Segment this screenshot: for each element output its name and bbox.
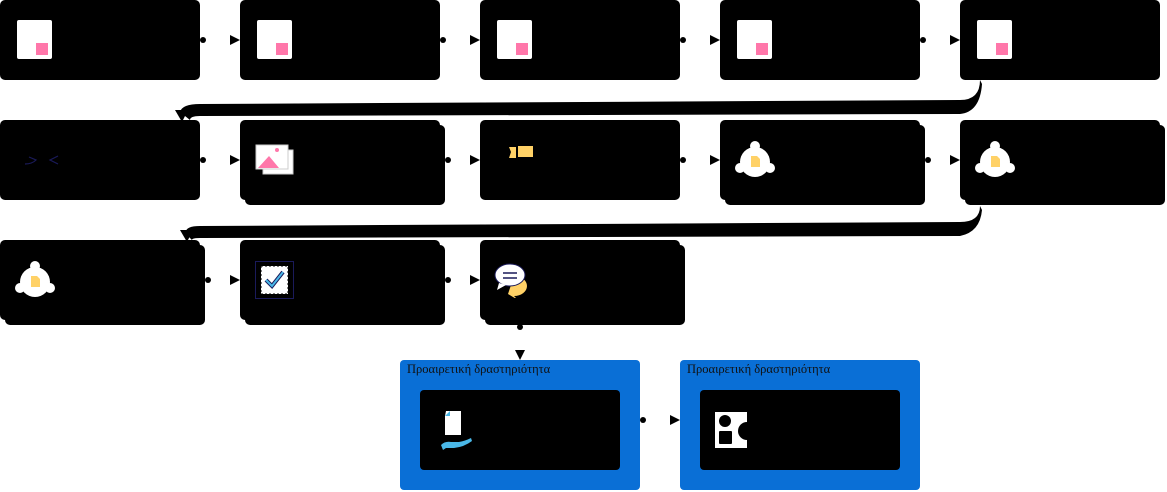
step-10[interactable]	[960, 120, 1160, 200]
connector-arrow	[950, 35, 960, 45]
step-1[interactable]	[0, 0, 200, 80]
connector-dot	[445, 277, 451, 283]
return-connector-2	[185, 206, 982, 240]
step-7[interactable]	[240, 120, 440, 200]
connector-dot	[680, 157, 686, 163]
checklist-stamp-icon	[255, 261, 294, 299]
connector-dot	[445, 157, 451, 163]
step-6[interactable]	[0, 120, 200, 200]
connector-dot	[205, 277, 211, 283]
connector-dot	[925, 157, 931, 163]
step-3[interactable]	[480, 0, 680, 80]
optional-activity-group-2: Προαιρετική δραστηριότητα	[680, 360, 920, 490]
optional-activity-label: Προαιρετική δραστηριότητα	[687, 362, 831, 376]
image-gallery-icon	[255, 144, 294, 175]
connector-arrow	[710, 35, 720, 45]
connector-dot	[920, 37, 926, 43]
network-document-icon	[15, 261, 55, 297]
document-icon	[977, 20, 1012, 59]
step-14[interactable]	[420, 390, 620, 470]
optional-activity-label: Προαιρετική δραστηριότητα	[407, 362, 551, 376]
connector-dot	[680, 37, 686, 43]
return-connector-1	[180, 80, 982, 120]
step-5[interactable]	[960, 0, 1160, 80]
connector-arrow	[230, 275, 240, 285]
connector-arrow	[230, 35, 240, 45]
document-icon	[497, 20, 532, 59]
step-15[interactable]	[700, 390, 900, 470]
shapes-icon	[715, 412, 751, 448]
step-8[interactable]	[480, 120, 680, 200]
connector-arrow	[470, 275, 480, 285]
connector-dot	[200, 157, 206, 163]
step-13[interactable]	[480, 240, 680, 320]
chat-bubbles-icon	[494, 263, 527, 298]
document-icon	[737, 20, 772, 59]
document-icon	[17, 20, 52, 59]
connector-dot	[200, 37, 206, 43]
network-document-icon	[735, 141, 775, 177]
ticket-icon	[509, 146, 533, 158]
step-11[interactable]	[0, 240, 200, 320]
step-2[interactable]	[240, 0, 440, 80]
connector-arrow-down	[515, 350, 525, 360]
connector-arrow	[470, 35, 480, 45]
connector-arrow	[710, 155, 720, 165]
connector-arrow	[470, 155, 480, 165]
optional-activity-group-1: Προαιρετική δραστηριότητα	[400, 360, 640, 490]
code-brackets-icon	[24, 155, 59, 165]
document-icon	[257, 20, 292, 59]
step-12[interactable]	[240, 240, 440, 320]
connector-dot	[440, 37, 446, 43]
return-arrow-2	[180, 230, 193, 242]
return-arrow-1	[175, 110, 188, 122]
connector-arrow	[670, 415, 680, 425]
connector-arrow	[950, 155, 960, 165]
connector-arrow	[230, 155, 240, 165]
connector-dot	[640, 417, 646, 423]
connector-dot	[517, 324, 523, 330]
step-9[interactable]	[720, 120, 920, 200]
step-4[interactable]	[720, 0, 920, 80]
hand-document-icon	[441, 411, 472, 450]
network-document-icon	[975, 141, 1015, 177]
